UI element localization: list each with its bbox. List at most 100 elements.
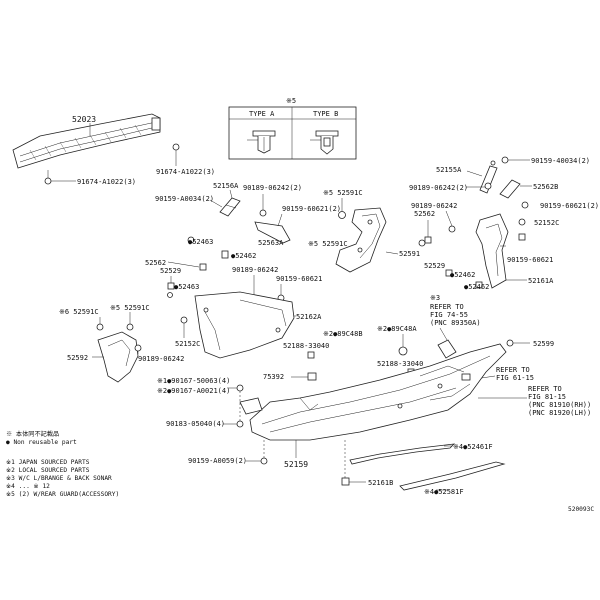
refer3-line4: (PNC 81920(LH))	[528, 409, 591, 417]
label-52562-right: 52562	[414, 210, 435, 218]
label-52599: 52599	[533, 340, 554, 348]
label-90159-60621-right: 90159-60621(2)	[540, 202, 599, 210]
bolt-52152c-right-icon	[518, 218, 526, 226]
label-52462-c: ●52462	[464, 283, 489, 291]
clip-52591c-left-icon	[96, 317, 104, 331]
bolt-90159-40034-right-icon	[501, 156, 530, 164]
cover-52162a	[194, 291, 295, 359]
refer1-line3: (PNC 89350A)	[430, 319, 481, 327]
label-52162a: 52162A	[296, 313, 322, 321]
refer2-line1: REFER TO	[496, 366, 530, 374]
sensor-89c48a-icon	[398, 334, 408, 356]
label-52152c-left: 52152C	[175, 340, 200, 348]
refer1-mark: ※3	[430, 294, 440, 302]
clip-type-inset: ※5 TYPE A TYPE B	[228, 97, 357, 160]
bolt-52463-b-icon	[167, 292, 173, 298]
label-52461f: ※4●52461F	[453, 443, 493, 451]
bracket-52592	[92, 331, 139, 383]
label-90159-a0059: 90159-A0059(2)	[188, 457, 247, 465]
refer2-line2: FIG 61-15	[496, 374, 534, 382]
clip-52161b-icon	[341, 440, 366, 486]
bracket-52591	[335, 207, 399, 273]
label-52155a: 52155A	[436, 166, 462, 174]
moulding-52581f	[399, 461, 506, 491]
label-52563a: 52563A	[258, 239, 284, 247]
clip-52188-left-icon	[307, 351, 315, 359]
screw-90159-a0059-icon	[246, 440, 268, 465]
note-6: ※4 ... ※ 12	[6, 483, 50, 490]
inset-heading: ※5	[286, 97, 296, 105]
clip-52562-left-icon	[167, 261, 207, 271]
type-b-label: TYPE B	[313, 110, 338, 118]
clip-52462-b-icon	[445, 269, 453, 277]
label-52529-left: 52529	[160, 267, 181, 275]
retainer-52155a	[466, 160, 498, 194]
screw-90183-icon	[223, 391, 244, 428]
label-90189-06242-top: 90189-06242(2)	[243, 184, 302, 192]
label-52581f: ※4●52581F	[424, 488, 464, 496]
label-52159: 52159	[284, 460, 308, 469]
note-5: ※3 W/C L/BRANGE & BACK SONAR	[6, 475, 112, 482]
label-52161b: 52161B	[368, 479, 393, 487]
note-7: ※5 (2) W/REAR GUARD(ACCESSORY)	[6, 491, 119, 498]
label-91674-right: 91674-A1022(3)	[156, 168, 215, 176]
bolt-91674-left-icon	[44, 170, 76, 185]
note-2: ● Non reusable part	[6, 439, 77, 446]
label-52562b: 52562B	[533, 183, 558, 191]
clip-type-b-icon	[310, 130, 339, 155]
note-3: ※1 JAPAN SOURCED PARTS	[6, 459, 90, 466]
label-90167-50063: ※1●90167-50063(4)	[157, 377, 230, 385]
clip-type-a-icon	[247, 130, 276, 154]
label-52591c-mid: ※5 52591C	[308, 240, 348, 248]
type-a-label: TYPE A	[249, 110, 275, 118]
bolt-90159-mm-icon	[277, 284, 285, 302]
label-52023: 52023	[72, 115, 96, 124]
clip-52599-icon	[506, 339, 530, 347]
label-52591c-left: ※6 52591C	[59, 308, 99, 316]
clip-52462-c-icon	[475, 281, 483, 289]
label-52188-right: 52188-33040	[377, 360, 423, 368]
refer3-line3: (PNC 81910(RH))	[528, 401, 591, 409]
label-90167-60021: ※2●90167-A0021(4)	[157, 387, 230, 395]
label-90189-06242-mid: 90189-06242	[232, 266, 278, 274]
label-52462-b: ●52462	[450, 271, 475, 279]
sonar-icon	[437, 327, 457, 359]
bolt-90189-rr-icon	[445, 210, 456, 233]
diagram-code: 520093C	[568, 506, 594, 513]
label-52591: 52591	[399, 250, 420, 258]
clip-52591-icon	[418, 239, 426, 247]
clip-52562-right-icon	[424, 220, 432, 244]
bolt-91674-right-icon	[172, 143, 180, 166]
label-89c48a: ※2●89C48A	[377, 325, 417, 333]
note-4: ※2 LOCAL SOURCED PARTS	[6, 467, 90, 474]
legend-notes: ※ 本体同不記載品 ● Non reusable part ※1 JAPAN S…	[6, 430, 119, 498]
reinforcement-52023	[12, 113, 161, 169]
label-90159-60621-mid: 90159-60621(2)	[282, 205, 341, 213]
retainer-52156a	[219, 189, 241, 217]
label-52562-left: 52562	[145, 259, 166, 267]
label-90159-a0034-left: 90159-A0034(2)	[155, 195, 214, 203]
bracket-52161a	[475, 213, 509, 289]
label-90159-60621-mm: 90159-60621	[276, 275, 322, 283]
bolt-90159-60621-right-icon	[521, 201, 529, 209]
label-52161a: 52161A	[528, 277, 554, 285]
label-75392: 75392	[263, 373, 284, 381]
label-90189-06242-rr: 90189-06242	[411, 202, 457, 210]
refer3-line1: REFER TO	[528, 385, 562, 393]
label-52156a: 52156A	[213, 182, 239, 190]
retainer-52562b	[499, 179, 532, 199]
label-52188-left: 52188-33040	[283, 342, 329, 350]
clip-52591c-left2-icon	[126, 312, 134, 331]
refer3-line2: FIG 81-15	[528, 393, 566, 401]
clip-52152c-right-b-icon	[518, 233, 526, 241]
label-91674-left: 91674-A1022(3)	[77, 178, 136, 186]
label-52529-right: 52529	[424, 262, 445, 270]
label-52591c-top: ※5 52591C	[323, 189, 363, 197]
label-90159-40034-right: 90159-40034(2)	[531, 157, 590, 165]
label-90189-06242-left: 90189-06242	[138, 355, 184, 363]
bolt-90189-top-icon	[259, 194, 267, 217]
label-52462-a: ●52462	[231, 252, 256, 260]
label-52152c-right: 52152C	[534, 219, 559, 227]
